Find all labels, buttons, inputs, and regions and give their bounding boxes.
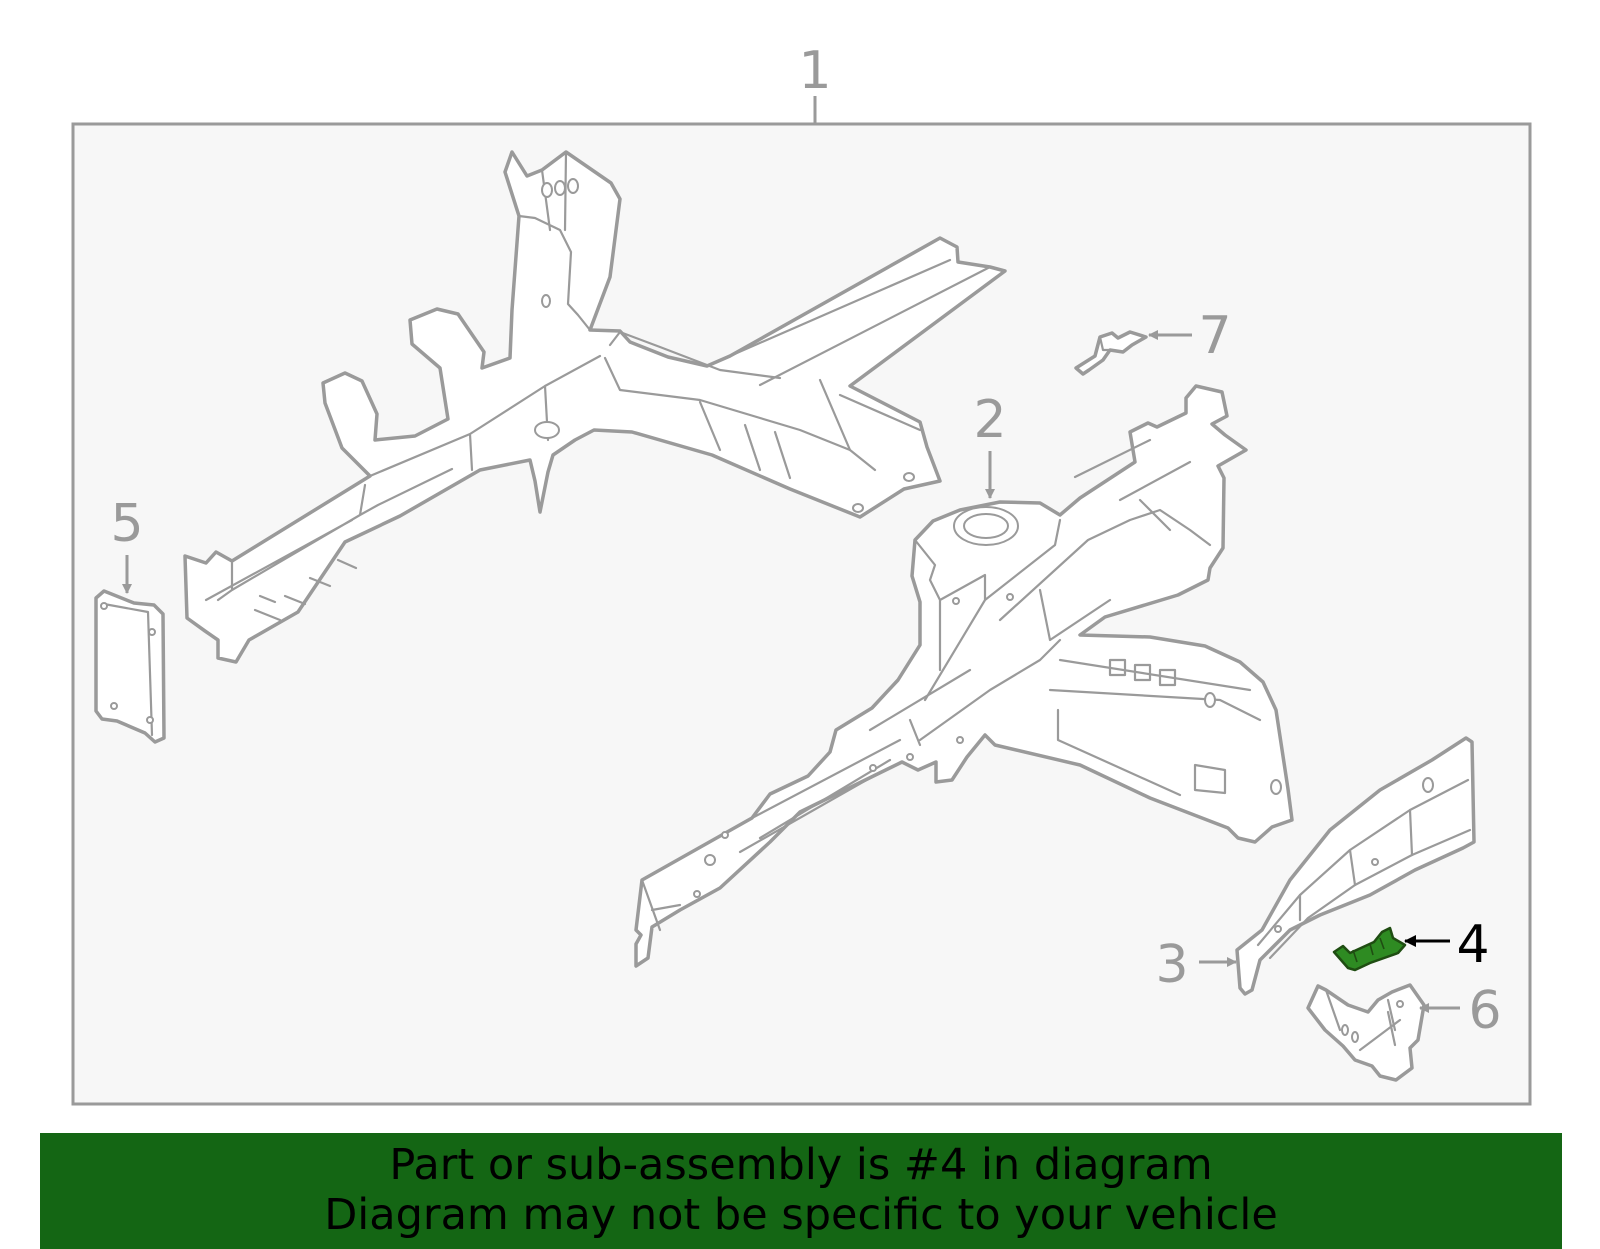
callout-5[interactable]: 5	[110, 494, 143, 554]
callout-6[interactable]: 6	[1468, 981, 1501, 1041]
part-6-bracket	[1306, 983, 1426, 1082]
part-5-plate	[94, 589, 166, 744]
info-banner: Part or sub-assembly is #4 in diagram Di…	[40, 1133, 1562, 1249]
part-3-reinforcement	[1235, 736, 1476, 996]
callout-4[interactable]: 4	[1456, 915, 1489, 975]
banner-line-2: Diagram may not be specific to your vehi…	[324, 1190, 1278, 1240]
callout-3[interactable]: 3	[1155, 935, 1188, 995]
banner-line-1: Part or sub-assembly is #4 in diagram	[389, 1140, 1213, 1190]
part-7-bracket	[1074, 330, 1148, 376]
callout-7[interactable]: 7	[1198, 306, 1231, 366]
front-rail-assembly-left	[183, 150, 1007, 664]
part-2-rail-assembly	[634, 384, 1294, 968]
callout-2[interactable]: 2	[973, 390, 1006, 450]
callout-1[interactable]: 1	[798, 41, 831, 101]
part-4-bracket-highlighted[interactable]	[1332, 926, 1407, 972]
